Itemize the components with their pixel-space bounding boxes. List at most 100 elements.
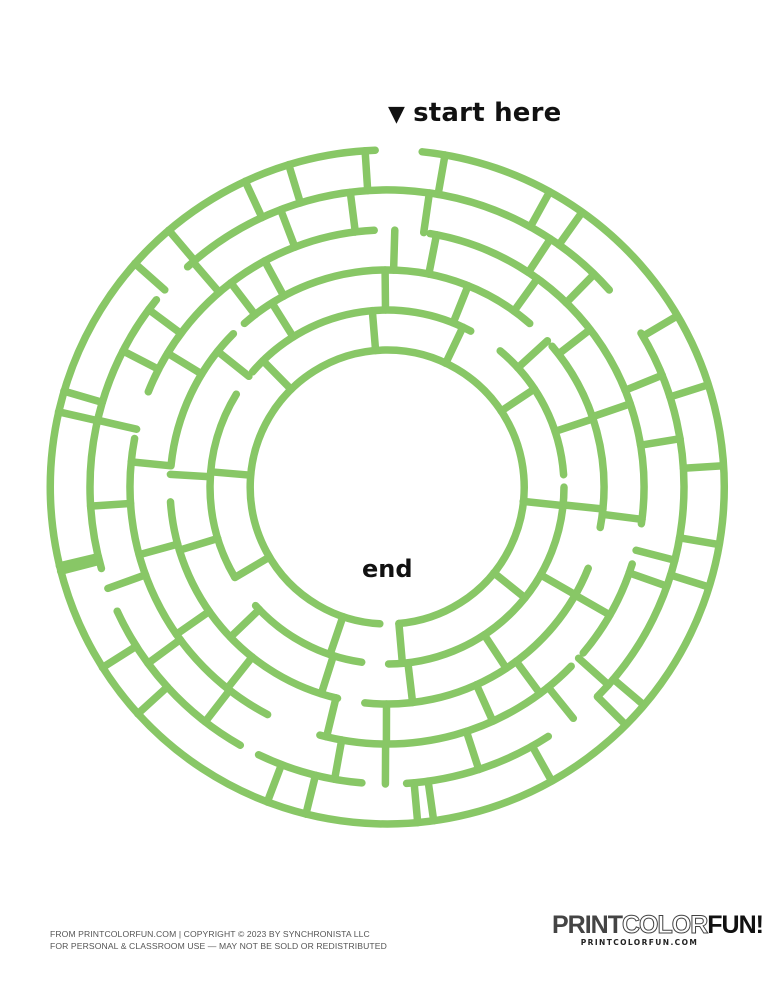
maze-radial-wall <box>144 635 184 668</box>
maze-radial-wall <box>449 281 472 327</box>
maze-radial-wall <box>675 534 723 549</box>
maze-radial-wall <box>56 557 104 576</box>
maze-radial-wall <box>419 189 434 237</box>
maze-radial-wall <box>54 408 102 425</box>
footer-usage-notice: FOR PERSONAL & CLASSROOM USE — MAY NOT B… <box>50 941 387 951</box>
maze-radial-wall <box>104 571 150 593</box>
maze-radial-wall <box>201 686 234 726</box>
footer-copyright: FROM PRINTCOLORFUN.COM | COPYRIGHT © 202… <box>50 929 370 939</box>
maze-radial-wall <box>346 188 360 236</box>
maze-ring-wall <box>426 229 648 528</box>
maze-radial-wall <box>326 612 347 659</box>
maze-radial-wall <box>260 257 288 300</box>
maze-ring-wall <box>384 483 568 668</box>
maze-radial-wall <box>206 468 255 479</box>
maze-radial-wall <box>227 279 259 319</box>
maze-radial-wall <box>268 299 297 341</box>
maze-radial-wall <box>625 569 671 590</box>
maze-radial-wall <box>441 323 467 367</box>
maze-radial-wall <box>226 605 264 641</box>
maze-radial-wall <box>93 416 141 433</box>
maze-radial-wall <box>609 675 648 709</box>
maze-ring-wall <box>593 329 688 701</box>
maze-radial-wall <box>166 470 215 481</box>
maze-ring-wall <box>251 601 366 666</box>
maze-radial-wall <box>86 499 135 510</box>
maze-radial-wall <box>490 569 529 602</box>
logo-word-color: COLOR <box>621 911 708 939</box>
maze-radial-wall <box>368 306 380 355</box>
maze-radial-wall <box>639 312 682 340</box>
maze-ring-wall <box>206 390 241 582</box>
printcolorfun-logo: PRINTCOLORFUN! PRINTCOLORFUN.COM <box>552 911 764 948</box>
maze-radial-wall <box>231 553 274 582</box>
maze-ring-wall <box>167 329 238 469</box>
maze-ring-wall <box>254 751 366 787</box>
maze-radial-wall <box>554 325 594 358</box>
maze-radial-wall <box>213 347 253 381</box>
logo-word-fun: FUN! <box>707 911 764 939</box>
maze-radial-wall <box>574 654 613 689</box>
maze-radial-wall <box>544 683 578 723</box>
maze-radial-wall <box>302 771 320 818</box>
maze-radial-wall <box>189 258 223 297</box>
maze-radial-wall <box>223 653 256 693</box>
maze-radial-wall <box>519 497 567 510</box>
maze-radial-wall <box>175 534 222 554</box>
maze-radial-wall <box>263 760 286 806</box>
maze-radial-wall <box>434 151 449 199</box>
maze-radial-wall <box>145 305 185 338</box>
maze-radial-wall <box>621 371 666 395</box>
maze-radial-wall <box>172 607 213 639</box>
maze-ring-wall <box>166 498 342 703</box>
maze-radial-wall <box>679 461 728 473</box>
maze-radial-wall <box>55 552 103 570</box>
maze-radial-wall <box>514 337 552 372</box>
maze-radial-wall <box>134 683 172 718</box>
maze-radial-wall <box>462 727 483 774</box>
maze-radial-wall <box>528 742 556 785</box>
maze-radial-wall <box>512 657 544 698</box>
logo-word-print: PRINT <box>552 911 623 939</box>
logo-url: PRINTCOLORFUN.COM <box>580 938 699 947</box>
maze-radial-wall <box>551 415 597 436</box>
maze-radial-wall <box>632 546 679 564</box>
maze-radial-wall <box>497 385 539 415</box>
maze-radial-wall <box>131 259 169 294</box>
maze-radial-wall <box>98 642 141 672</box>
maze-radial-wall <box>317 651 338 698</box>
maze-radial-wall <box>163 349 206 378</box>
maze-ring-wall <box>86 296 161 573</box>
maze-radial-wall <box>284 160 305 207</box>
maze-radial-wall <box>330 736 346 784</box>
maze-outer-wall <box>46 146 728 828</box>
maze-radial-wall <box>510 274 542 315</box>
maze-radial-wall <box>395 619 407 668</box>
maze-radial-wall <box>404 659 417 707</box>
maze-ring-wall <box>248 306 475 376</box>
maze-radial-wall <box>241 177 266 222</box>
maze-radial-wall <box>424 777 438 825</box>
maze-radial-wall <box>119 347 163 374</box>
maze-radial-wall <box>562 270 598 307</box>
maze-radial-wall <box>559 501 607 513</box>
maze-radial-wall <box>389 226 399 274</box>
maze-radial-wall <box>480 631 511 673</box>
maze-radial-wall <box>593 692 630 729</box>
maze-radial-wall <box>60 387 107 407</box>
maze-radial-wall <box>666 571 713 591</box>
maze-radial-wall <box>536 571 580 599</box>
maze-radial-wall <box>588 400 634 421</box>
maze-radial-wall <box>164 226 199 265</box>
maze-radial-wall <box>127 458 175 470</box>
maze-radial-wall <box>636 434 684 449</box>
maze-ring-wall <box>579 560 636 657</box>
maze-radial-wall <box>526 188 554 231</box>
start-text: start here <box>413 98 562 128</box>
maze-ring-wall <box>316 662 575 748</box>
maze-radial-wall <box>472 680 497 725</box>
maze-radial-wall <box>571 591 614 619</box>
maze-radial-wall <box>425 231 441 278</box>
maze-radial-wall <box>555 208 586 249</box>
maze-radial-wall <box>259 356 295 394</box>
